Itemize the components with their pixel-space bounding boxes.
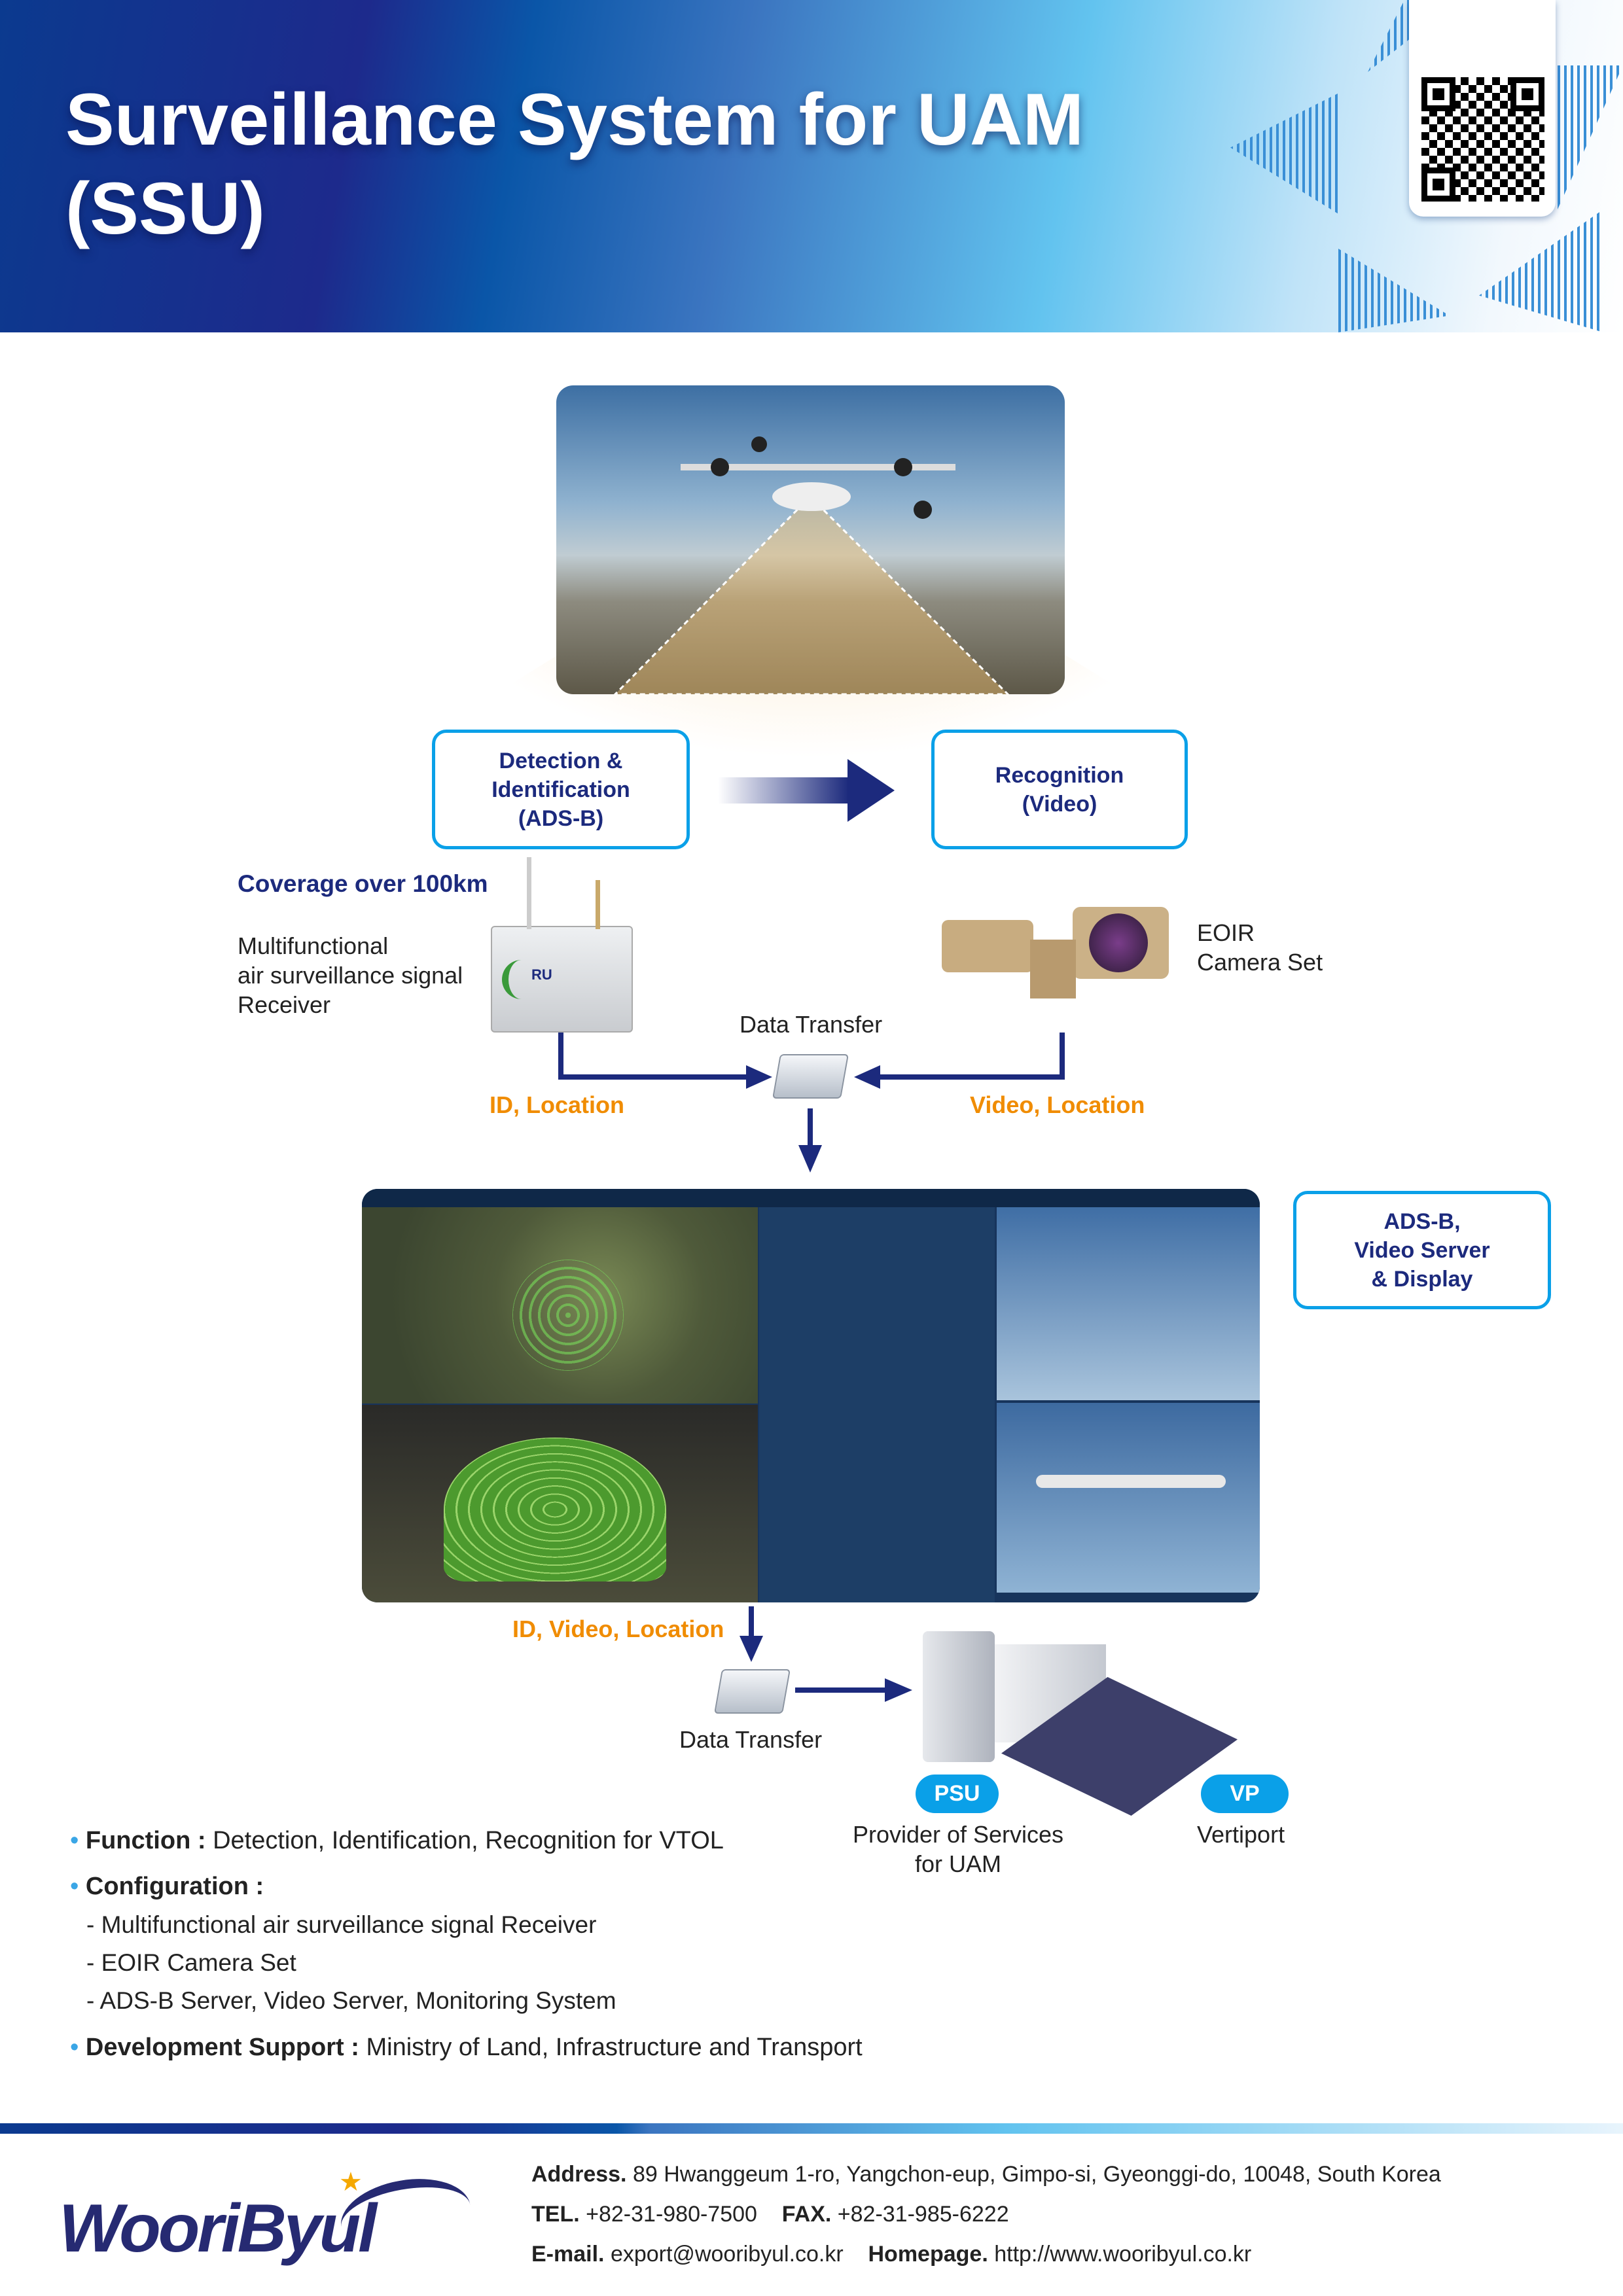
arrow-down-icon [798, 1145, 822, 1173]
qr-code-icon[interactable] [1421, 77, 1544, 202]
footer-divider [0, 2123, 1623, 2134]
antenna [596, 880, 600, 929]
data-transfer-label-1: Data Transfer [740, 1011, 883, 1038]
monitoring-display [362, 1189, 1260, 1602]
arrow-right-icon [847, 759, 895, 822]
uam-city-image [556, 385, 1065, 694]
configuration-item: • Configuration : [70, 1873, 264, 1900]
network-switch-icon [714, 1669, 791, 1714]
psu-vertiport-illustration [923, 1618, 1238, 1816]
psu-label: Provider of Services for UAM [852, 1821, 1064, 1877]
detection-box: Detection & Identification (ADS-B) [432, 730, 690, 849]
antenna [527, 857, 531, 929]
configuration-label: Configuration : [85, 1873, 264, 1900]
configuration-subitem: - ADS-B Server, Video Server, Monitoring… [86, 1987, 616, 2014]
decor-stripe [1338, 249, 1450, 332]
coverage-label: Coverage over 100km [238, 870, 488, 897]
camera-label: EOIR Camera Set [1197, 919, 1323, 976]
video-feed-2 [997, 1403, 1260, 1593]
configuration-subitem: - EOIR Camera Set [86, 1949, 296, 1976]
arrow-down-icon [740, 1636, 763, 1662]
network-switch-icon [772, 1054, 849, 1099]
footer-phone: TEL. +82-31-980-7500 FAX. +82-31-985-622… [531, 2202, 1009, 2227]
title-line-1: Surveillance System for UAM [65, 79, 1084, 160]
id-location-label: ID, Location [490, 1091, 624, 1118]
wooribyul-logo: WooriByul ★ [59, 2167, 478, 2267]
support-value: Ministry of Land, Infrastructure and Tra… [366, 2034, 863, 2061]
display-menubar [362, 1189, 1260, 1207]
arrow-right-icon [885, 1678, 912, 1702]
map-3d [362, 1405, 758, 1602]
function-value: Detection, Identification, Recognition f… [213, 1827, 724, 1854]
psu-badge: PSU [916, 1775, 999, 1813]
function-item: • Function : Detection, Identification, … [70, 1827, 724, 1854]
data-transfer-label-2: Data Transfer [679, 1726, 823, 1753]
map-2d [362, 1207, 758, 1404]
footer-address: Address. 89 Hwanggeum 1-ro, Yangchon-eup… [531, 2162, 1441, 2187]
email-link[interactable]: export@wooribyul.co.kr [610, 2242, 844, 2267]
control-panel [759, 1207, 995, 1602]
support-item: • Development Support : Ministry of Land… [70, 2034, 863, 2061]
arrow-left-icon [854, 1065, 880, 1089]
receiver-label: Multifunctional air surveillance signal … [238, 932, 463, 1018]
vp-badge: VP [1201, 1775, 1289, 1813]
page-title: Surveillance System for UAM (SSU) [65, 75, 1309, 253]
footer-contact: E-mail. export@wooribyul.co.kr Homepage.… [531, 2242, 1252, 2267]
recognition-box: Recognition (Video) [931, 730, 1188, 849]
star-icon: ★ [339, 2167, 363, 2197]
vp-label: Vertiport [1197, 1821, 1285, 1848]
flow-arrow [718, 777, 849, 804]
video-location-label: Video, Location [970, 1091, 1145, 1118]
function-label: Function : [85, 1827, 206, 1854]
configuration-subitem: - Multifunctional air surveillance signa… [86, 1911, 597, 1938]
video-feed-1 [997, 1207, 1260, 1400]
id-video-location-label: ID, Video, Location [512, 1616, 724, 1642]
receiver-device: RU [491, 926, 633, 1033]
header-banner: Surveillance System for UAM (SSU) [0, 0, 1623, 332]
uam-aircraft-icon [613, 436, 1010, 694]
decor-stripe [1558, 65, 1623, 209]
server-display-box: ADS-B, Video Server & Display [1293, 1191, 1551, 1309]
support-label: Development Support : [85, 2034, 359, 2061]
title-line-2: (SSU) [65, 168, 265, 249]
decor-stripe [1479, 209, 1603, 332]
eoir-camera-image [942, 900, 1169, 1000]
device-swoosh [502, 960, 541, 999]
homepage-link[interactable]: http://www.wooribyul.co.kr [994, 2242, 1252, 2267]
arrow-right-icon [746, 1065, 772, 1089]
